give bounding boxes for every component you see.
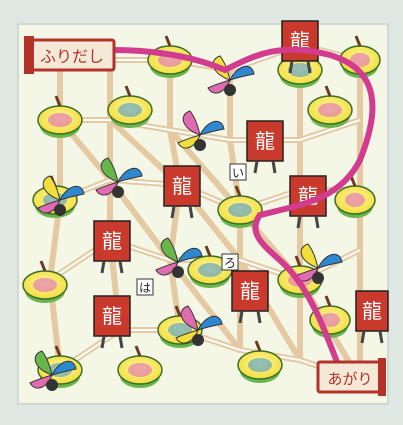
marker-ha-label: は: [139, 281, 151, 295]
marker-i: い: [230, 164, 246, 180]
dragon-label: 龍: [102, 229, 122, 253]
goal-sign: あがり: [318, 358, 386, 396]
marker-ro-label: ろ: [224, 256, 236, 270]
marker-ro: ろ: [222, 254, 238, 270]
start-label: ふりだし: [40, 47, 104, 66]
start-sign: ふりだし: [24, 36, 114, 74]
marker-i-label: い: [232, 166, 244, 180]
dragon-label: 龍: [102, 304, 122, 328]
dragon-label: 龍: [240, 279, 260, 303]
goal-label: あがり: [327, 370, 372, 388]
dragon-label: 龍: [172, 174, 192, 198]
dragon-label: 龍: [362, 299, 382, 323]
marker-ha: は: [137, 279, 153, 295]
dragon-label: 龍: [255, 129, 275, 153]
